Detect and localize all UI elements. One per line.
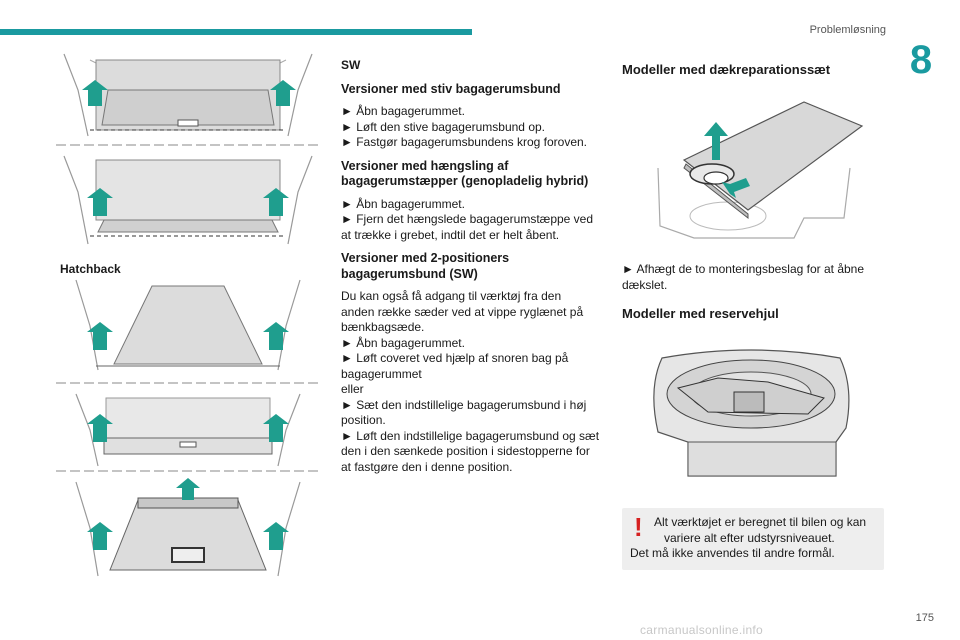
chapter-title: Problemløsning [809, 24, 886, 36]
page-number: 175 [915, 612, 934, 624]
middle-column: SW Versioner med stiv bagagerumsbund ► Å… [341, 58, 609, 475]
up-arrow-icon [263, 414, 289, 442]
trunk-illustration-hatchback-3 [75, 478, 301, 577]
tyre-repair-kit-illustration [657, 101, 864, 239]
watermark: carmanualsonline.info [640, 623, 764, 637]
heading-rigid-floor: Versioner med stiv bagagerumsbund [341, 81, 561, 96]
repair-kit-step: ► Afhægt de to monteringsbeslag for at å… [622, 262, 865, 292]
steps-rigid-floor: ► Åbn bagagerummet. ► Løft den stive bag… [341, 104, 588, 149]
steps-hinged-mat: ► Åbn bagagerummet. ► Fjern det hængsled… [341, 196, 594, 242]
illustration-divider [56, 144, 320, 146]
trunk-illustration-hatchback-1 [75, 279, 301, 371]
chapter-number: 8 [909, 38, 933, 82]
sw-label: SW [341, 58, 361, 72]
spare-wheel-illustration [653, 349, 850, 477]
trunk-illustration-hybrid-hinged-mat [63, 155, 313, 245]
illustration-divider [56, 470, 320, 472]
hatchback-label: Hatchback [60, 262, 121, 276]
up-arrow-icon [87, 522, 113, 550]
warning-icon: ! [634, 512, 643, 542]
up-arrow-icon [87, 188, 113, 216]
heading-hinged-mat: Versioner med hængsling af bagagerumstæp… [341, 158, 589, 189]
up-arrow-icon [87, 414, 113, 442]
up-arrow-icon [263, 522, 289, 550]
up-arrow-icon [82, 80, 108, 106]
trunk-illustration-sw-rigid-floor [63, 53, 313, 137]
heading-two-position-floor: Versioner med 2-positioners bagagerumsbu… [341, 251, 510, 281]
up-arrow-icon [87, 322, 113, 350]
warning-note: ! Alt værktøjet er beregnet til bilen og… [622, 508, 884, 570]
up-arrow-icon [263, 322, 289, 350]
up-arrow-icon [722, 178, 750, 198]
trunk-illustration-hatchback-2 [75, 393, 301, 467]
up-arrow-icon [704, 122, 728, 160]
heading-spare-wheel: Modeller med reservehjul [622, 306, 779, 321]
header-accent-bar [0, 29, 472, 35]
up-arrow-icon [176, 478, 200, 500]
up-arrow-icon [263, 188, 289, 216]
up-arrow-icon [270, 80, 296, 106]
illustration-divider [56, 382, 320, 384]
heading-repair-kit: Modeller med dækreparationssæt [622, 62, 831, 77]
steps-two-position-floor: Du kan også få adgang til værktøj fra de… [341, 289, 600, 474]
